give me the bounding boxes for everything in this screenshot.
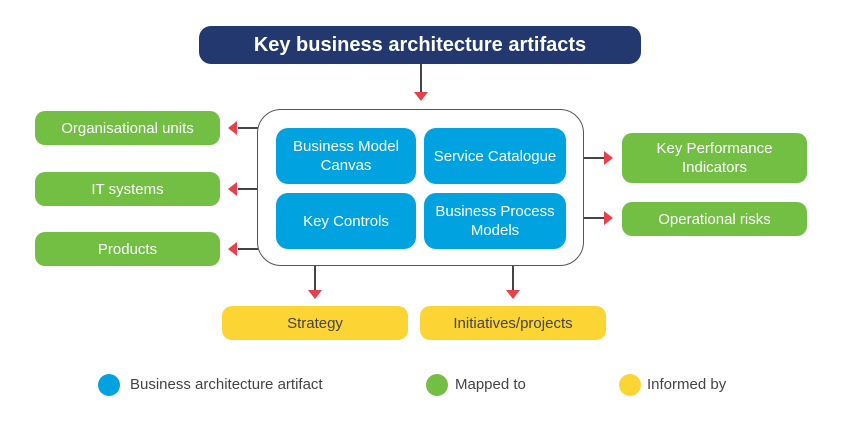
mapped-organisational-units: Organisational units [35, 111, 220, 145]
informed-initiatives: Initiatives/projects [420, 306, 606, 340]
mapped-it-systems: IT systems [35, 172, 220, 206]
connector-line [238, 127, 258, 129]
connector-line [512, 266, 514, 290]
legend-mapped-dot [426, 374, 448, 396]
arrow-down-icon [506, 290, 520, 299]
arrow-left-icon [228, 121, 237, 135]
legend-artifact-dot [98, 374, 120, 396]
connector-line [420, 64, 422, 92]
arrow-down-icon [414, 92, 428, 101]
legend-informed-label: Informed by [647, 376, 727, 393]
arrow-right-icon [604, 211, 613, 225]
artifact-service-catalogue: Service Catalogue [424, 128, 566, 184]
connector-line [238, 248, 258, 250]
connector-line [584, 217, 604, 219]
connector-line [584, 157, 604, 159]
mapped-operational-risks: Operational risks [622, 202, 807, 236]
artifact-business-process-models: Business Process Models [424, 193, 566, 249]
connector-line [238, 188, 258, 190]
legend-informed-dot [619, 374, 641, 396]
mapped-products: Products [35, 232, 220, 266]
arrow-left-icon [228, 242, 237, 256]
artifact-business-model-canvas: Business Model Canvas [276, 128, 416, 184]
mapped-kpis: Key Performance Indicators [622, 133, 807, 183]
diagram-title: Key business architecture artifacts [199, 26, 641, 64]
informed-strategy: Strategy [222, 306, 408, 340]
arrow-left-icon [228, 182, 237, 196]
arrow-right-icon [604, 151, 613, 165]
legend-mapped-label: Mapped to [455, 376, 526, 393]
artifact-key-controls: Key Controls [276, 193, 416, 249]
arrow-down-icon [308, 290, 322, 299]
connector-line [314, 266, 316, 290]
legend-artifact-label: Business architecture artifact [130, 376, 323, 393]
